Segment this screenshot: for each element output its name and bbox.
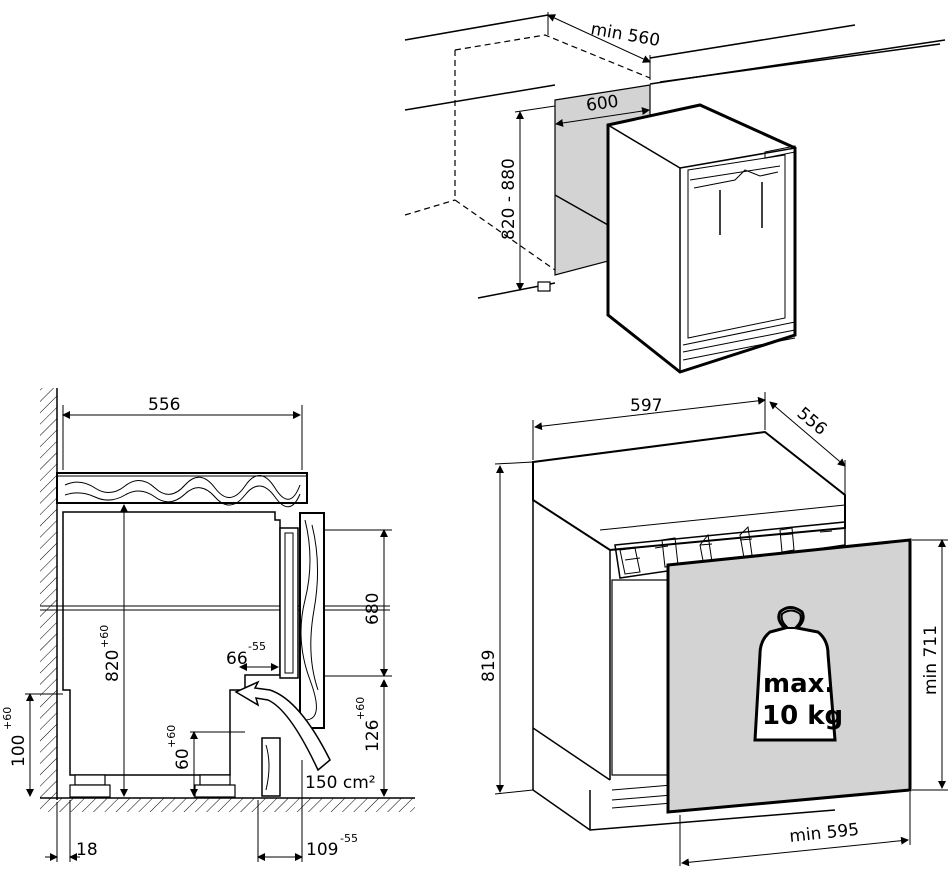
label-vent-area: 150 cm² <box>305 773 376 793</box>
weight-line-1: max. <box>763 669 834 699</box>
label-side-556: 556 <box>148 395 180 415</box>
label-600: 600 <box>585 92 620 116</box>
label-side-820: 820 <box>103 650 123 682</box>
label-side-18: 18 <box>76 840 98 860</box>
label-side-60-sup: +60 <box>165 725 178 748</box>
label-side-60: 60 <box>173 748 193 770</box>
label-min-595: min 595 <box>788 820 860 847</box>
label-side-820-sup: +60 <box>98 625 111 648</box>
label-side-66-sup: -55 <box>248 640 266 653</box>
niche-perspective: min 560 600 820 - 880 <box>404 12 946 374</box>
label-side-109: 109 <box>306 840 338 860</box>
label-side-126: 126 <box>363 720 383 752</box>
label-side-680: 680 <box>363 593 383 625</box>
appliance-door-view: max. 10 kg 597 556 819 min 711 min 595 <box>479 392 948 867</box>
label-min-711: min 711 <box>921 625 941 695</box>
label-side-100-sup: +60 <box>1 707 14 730</box>
side-section: 556 820 +60 680 126 +60 66 -55 60 +60 10… <box>1 388 415 862</box>
label-556-depth: 556 <box>793 404 831 440</box>
label-side-100: 100 <box>9 735 29 767</box>
label-597: 597 <box>630 396 662 416</box>
weight-line-2: 10 kg <box>762 701 843 731</box>
label-side-109-sup: -55 <box>340 832 358 845</box>
label-820-880: 820 - 880 <box>499 158 519 240</box>
label-819: 819 <box>479 650 499 682</box>
label-min-560: min 560 <box>589 19 661 51</box>
label-side-66: 66 <box>226 649 248 669</box>
label-side-126-sup: +60 <box>354 697 367 720</box>
